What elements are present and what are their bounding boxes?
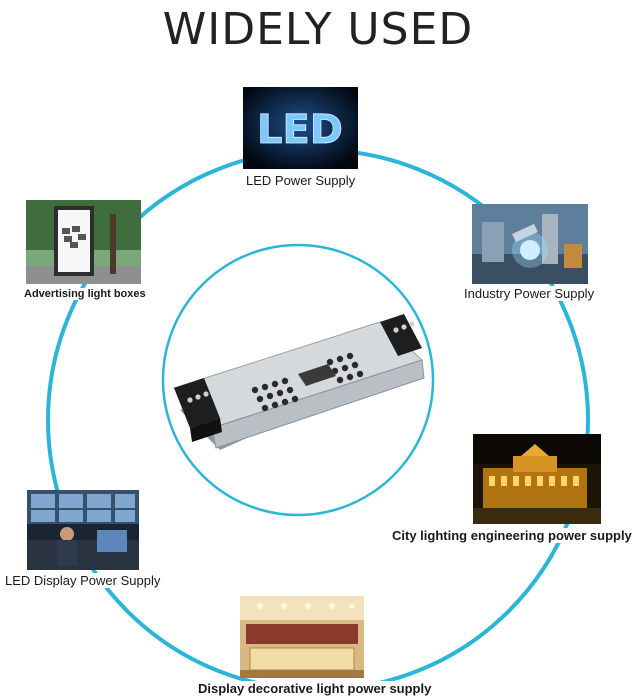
power-supply-unit-icon (160, 300, 440, 475)
label-city-lighting: City lighting engineering power supply (390, 528, 634, 543)
led-image-text: LED (257, 107, 343, 153)
industry-image (472, 204, 588, 284)
label-display-decorative: Display decorative light power supply (196, 681, 434, 696)
advertising-image (26, 200, 141, 284)
label-led-display-power-supply: LED Display Power Supply (3, 573, 163, 588)
city-lighting-image (473, 434, 601, 524)
label-industry-power-supply: Industry Power Supply (462, 286, 597, 301)
page-title: WIDELY USED (162, 4, 474, 55)
led-display-image (27, 490, 139, 570)
display-decorative-image (240, 596, 364, 678)
label-led-power-supply: LED Power Supply (244, 173, 358, 188)
led-power-supply-image: LED (243, 87, 358, 169)
label-advertising-light-boxes: Advertising light boxes (22, 288, 148, 300)
